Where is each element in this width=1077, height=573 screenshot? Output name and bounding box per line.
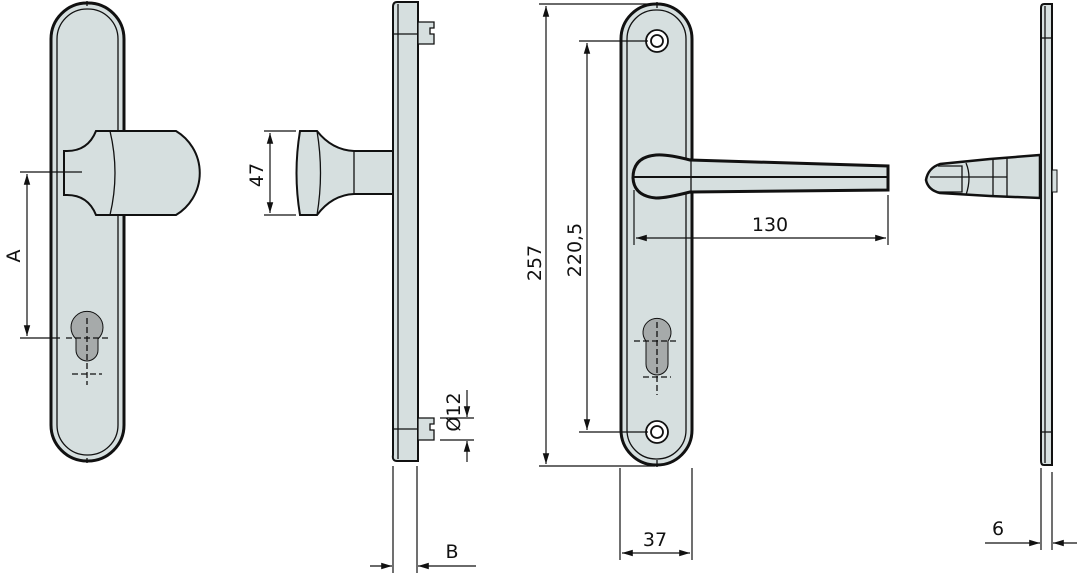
- dim-label-A: A: [3, 250, 25, 263]
- dim-label-220-5: 220,5: [564, 223, 586, 277]
- dim-label-37: 37: [643, 529, 667, 551]
- handle-plate-front-view: 257 220,5 130 37: [524, 2, 890, 560]
- dim-label-130: 130: [752, 214, 788, 236]
- handle-side-plate: [1040, 3, 1053, 466]
- dim-label-47: 47: [246, 163, 268, 187]
- knob-plate-front-view: A: [3, 1, 201, 463]
- handle-plate: [619, 2, 694, 467]
- knob: [63, 130, 201, 216]
- knob-side-plate: [391, 1, 419, 462]
- dim-label-diam12: Ø12: [443, 392, 465, 431]
- handle-side-view: 6: [924, 3, 1077, 550]
- dim-label-6: 6: [992, 518, 1004, 540]
- knob-side-view: 47 Ø12 B: [246, 1, 476, 573]
- dim-label-257: 257: [524, 245, 546, 281]
- knob-side-profile: [295, 130, 394, 216]
- dim-label-B: B: [445, 541, 458, 563]
- knob-plate: [49, 1, 126, 463]
- handle-cylinder-hole: [642, 317, 672, 376]
